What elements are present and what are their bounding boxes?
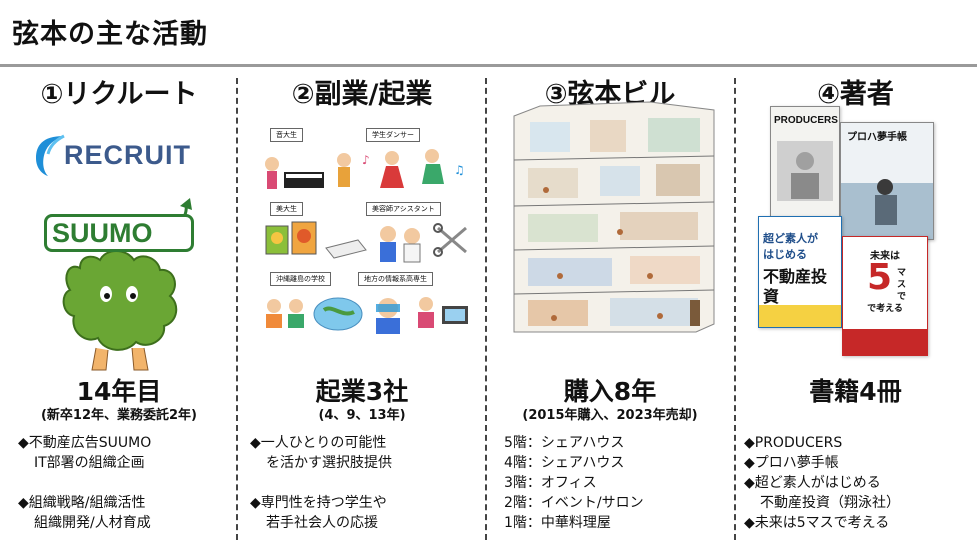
recruit-bullet-1: ◆不動産広告SUUMO IT部署の組織企画 [18,433,151,473]
book-real-estate-cover: 超ど素人がはじめる 不動産投資 [758,216,842,328]
business-bullet-1-line1: ◆一人ひとりの可能性 [250,435,387,451]
recruit-logo-mark-icon [36,134,65,176]
recruit-bullet-2: ◆組織戦略/組織活性 組織開発/人材育成 [18,493,151,533]
author-book-2: ◆プロハ夢手帳 [744,455,839,471]
author-heading: ④著者 [817,79,894,110]
book-five-squares-line1: 未来は [870,251,900,262]
recruit-heading: ①リクルート [40,79,198,110]
recruit-logo-text: RECRUIT [64,140,191,170]
title-rule [0,64,977,67]
book-producers-photo-icon [777,141,833,201]
author-stat: 書籍4冊 [809,377,902,406]
business-bullet-1: ◆一人ひとりの可能性 を活かす選択肢提供 [250,433,392,473]
recruit-sub: (新卒12年、業務委託2年) [40,408,198,423]
book-real-estate-title: 不動産投資 [763,267,828,306]
author-book-list: ◆PRODUCERS ◆プロハ夢手帳 ◆超ど素人がはじめる 不動産投資（翔泳社）… [744,433,900,533]
suumo-signboard [44,214,194,252]
label-music-student: 音大生 [270,128,303,142]
column-divider-1 [236,78,238,540]
svg-text:♪: ♪ [362,153,370,167]
label-student-dancer: 学生ダンサー [366,128,420,142]
business-bullet-2: ◆専門性を持つ学生や 若手社会人の応援 [250,493,387,533]
business-bullet-2-line1: ◆専門性を持つ学生や [250,495,387,511]
business-bullet-1-line2: を活かす選択肢提供 [266,455,392,471]
recruit-bullet-2-line2: 組織開発/人材育成 [34,515,151,531]
book-producers-title: PRODUCERS [774,115,838,126]
business-column: ②副業/起業 音大生 学生ダンサー ♪ ♫ 美大生 美容師アシスタント 沖縄離島… [238,70,486,547]
label-okinawa-island-school: 沖縄離島の学校 [270,272,331,286]
book-five-squares-line3: で考える [867,304,903,314]
book-proha-title: プロハ夢手帳 [847,132,907,143]
art-hair-illustration-icon [265,221,467,263]
suumo-mascot-icon [62,198,192,371]
svg-text:♫: ♫ [454,163,465,177]
recruit-logo: RECRUIT [34,130,204,180]
column-divider-2 [485,78,487,540]
floor-2: 2階：イベント/サロン [504,495,644,511]
book-producers-cover: PRODUCERS [770,106,840,228]
building-sub: (2015年購入、2023年売却) [522,408,698,423]
book-real-estate-line1-text: 超ど素人が [763,232,818,245]
building-column: ③弦本ビル 購入8年 (2015年購入、2023年売却) 5階：シェアハウス 4… [486,70,734,547]
label-hairdresser-assistant: 美容師アシスタント [366,202,441,216]
building-stat: 購入8年 [563,377,657,406]
recruit-stat: 14年目 [76,377,162,406]
page-title: 弦本の主な活動 [12,19,208,50]
floor-4: 4階：シェアハウス [504,455,625,471]
label-regional-tech-college: 地方の情報系高専生 [358,272,433,286]
recruit-column: ①リクルート RECRUIT SUUMO 14年目 (新卒12年、業務委託2年)… [0,70,238,547]
book-five-squares-cover: 未来は 5 マスで で考える [842,236,928,356]
book-proha-cover: プロハ夢手帳 [840,122,934,240]
book-real-estate-line2-text: はじめる [763,248,807,261]
building-floor-list: 5階：シェアハウス 4階：シェアハウス 3階：オフィス 2階：イベント/サロン … [504,433,644,533]
recruit-bullet-2-line1: ◆組織戦略/組織活性 [18,495,146,511]
book-proha-photo-icon [841,179,933,239]
author-book-1: ◆PRODUCERS [744,435,843,451]
author-book-3-publisher: 不動産投資（翔泳社） [760,495,900,511]
book-five-squares-number: 5 [867,257,893,298]
business-stat: 起業3社 [315,377,409,406]
student-illustration-grid: 音大生 学生ダンサー ♪ ♫ 美大生 美容師アシスタント 沖縄離島の学校 地方の… [262,124,472,338]
author-column: ④著者 PRODUCERS プロハ夢手帳 超ど素人がはじめる 不動産投資 未来は… [734,70,977,547]
book-five-squares-side: マスで [897,268,907,302]
author-book-3: ◆超ど素人がはじめる [744,475,881,491]
column-divider-3 [734,78,736,540]
business-sub: (4、9、13年) [318,408,406,423]
suumo-mascot: SUUMO [40,198,200,373]
recruit-bullet-1-line2: IT部署の組織企画 [34,455,145,471]
suumo-logo-text: SUUMO [52,218,153,248]
building-cutaway-illustration-icon [513,101,715,333]
recruit-bullet-1-line1: ◆不動産広告SUUMO [18,435,152,451]
music-dance-illustration-icon: ♪ ♫ [265,149,465,189]
book-five-squares-band [843,329,927,355]
school-tech-illustration-icon [266,297,468,334]
floor-1: 1階：中華料理屋 [504,515,611,531]
author-book-4: ◆未来は5マスで考える [744,515,890,531]
business-bullet-2-line2: 若手社会人の応援 [266,515,378,531]
book-real-estate-band [759,305,841,327]
book-real-estate-line1: 超ど素人がはじめる [763,231,818,263]
label-art-student: 美大生 [270,202,303,216]
business-heading: ②副業/起業 [291,79,433,110]
floor-3: 3階：オフィス [504,475,597,491]
floor-5: 5階：シェアハウス [504,435,625,451]
